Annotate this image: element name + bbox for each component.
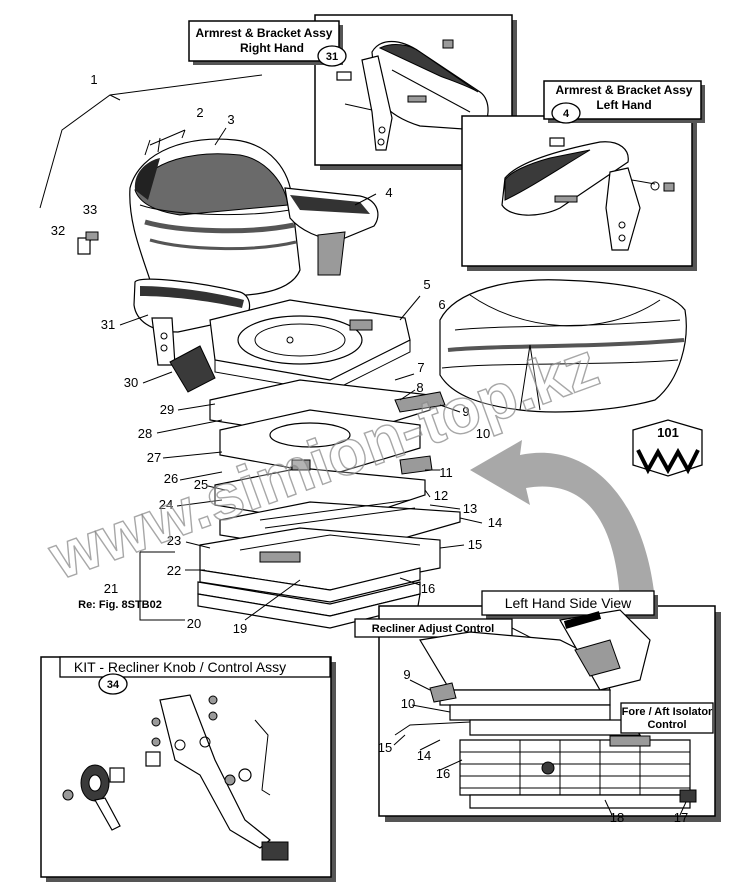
armrest-right-subtitle: Right Hand — [240, 41, 304, 55]
callout-numbers: 1 2 3 4 5 6 7 8 9 10 11 12 13 14 15 16 1… — [51, 72, 502, 636]
callout-15: 15 — [468, 537, 482, 552]
callout-16: 16 — [421, 581, 435, 596]
armrest-left-inset: Armrest & Bracket Assy Left Hand 4 — [461, 80, 705, 271]
callout-10: 10 — [476, 426, 490, 441]
callout-23: 23 — [167, 533, 181, 548]
seat-armrest-right — [284, 187, 379, 276]
callout-14: 14 — [488, 515, 502, 530]
callout-31: 31 — [101, 317, 115, 332]
armrest-right-title: Armrest & Bracket Assy — [196, 26, 333, 40]
kit-ref: 34 — [107, 679, 120, 691]
swivel-handle — [169, 345, 216, 393]
callout-22: 22 — [167, 563, 181, 578]
callout-4: 4 — [385, 185, 392, 200]
callout-29: 29 — [160, 402, 174, 417]
seat-cushion — [439, 279, 687, 413]
suspension-base — [197, 527, 441, 629]
callout-3: 3 — [227, 112, 234, 127]
armrest-left-title: Armrest & Bracket Assy — [556, 83, 693, 97]
side-callout-14: 14 — [417, 748, 431, 763]
side-callout-10: 10 — [401, 696, 415, 711]
recliner-label: Recliner Adjust Control — [372, 623, 494, 635]
small-part-32-33 — [77, 231, 99, 255]
callout-7: 7 — [417, 360, 424, 375]
callout-13: 13 — [463, 501, 477, 516]
callout-8: 8 — [416, 380, 423, 395]
seat-backrest — [129, 137, 301, 297]
ref-note: Re: Fig. 8STB02 — [78, 599, 162, 611]
side-callout-9: 9 — [403, 667, 410, 682]
side-callout-17: 17 — [674, 810, 688, 825]
side-view-inset: Left Hand Side View Recliner Adjust Cont… — [354, 590, 721, 825]
callout-27: 27 — [147, 450, 161, 465]
leader-lines — [39, 74, 483, 621]
callout-12: 12 — [434, 488, 448, 503]
callout-5: 5 — [423, 277, 430, 292]
callout-25: 25 — [194, 477, 208, 492]
callout-1: 1 — [90, 72, 97, 87]
callout-30: 30 — [124, 375, 138, 390]
armrest-left-ref: 4 — [563, 108, 570, 120]
kit-inset: KIT - Recliner Knob / Control Assy 34 — [40, 656, 336, 882]
callout-9: 9 — [462, 404, 469, 419]
isolator-label-line1: Fore / Aft Isolator — [622, 706, 713, 718]
callout-21: 21 — [104, 581, 118, 596]
logo-101: 101 — [632, 419, 703, 477]
logo-101-number: 101 — [657, 425, 679, 440]
side-view-title: Left Hand Side View — [505, 595, 632, 611]
armrest-right-ref: 31 — [326, 51, 338, 63]
callout-19: 19 — [233, 621, 247, 636]
side-callout-15: 15 — [378, 740, 392, 755]
side-callout-18: 18 — [610, 810, 624, 825]
armrest-left-subtitle: Left Hand — [596, 98, 651, 112]
callout-20: 20 — [187, 616, 201, 631]
callout-6: 6 — [438, 297, 445, 312]
callout-33: 33 — [83, 202, 97, 217]
callout-26: 26 — [164, 471, 178, 486]
callout-32: 32 — [51, 223, 65, 238]
armrest-right-inset: Armrest & Bracket Assy Right Hand 31 — [188, 14, 517, 170]
callout-24: 24 — [159, 497, 173, 512]
side-callout-16: 16 — [436, 766, 450, 781]
callout-2: 2 — [196, 105, 203, 120]
kit-title: KIT - Recliner Knob / Control Assy — [74, 659, 286, 675]
callout-28: 28 — [138, 426, 152, 441]
swivel-plate — [209, 299, 411, 393]
direction-arrow — [470, 440, 655, 600]
callout-11: 11 — [439, 465, 453, 480]
isolator-label-line2: Control — [647, 719, 686, 731]
